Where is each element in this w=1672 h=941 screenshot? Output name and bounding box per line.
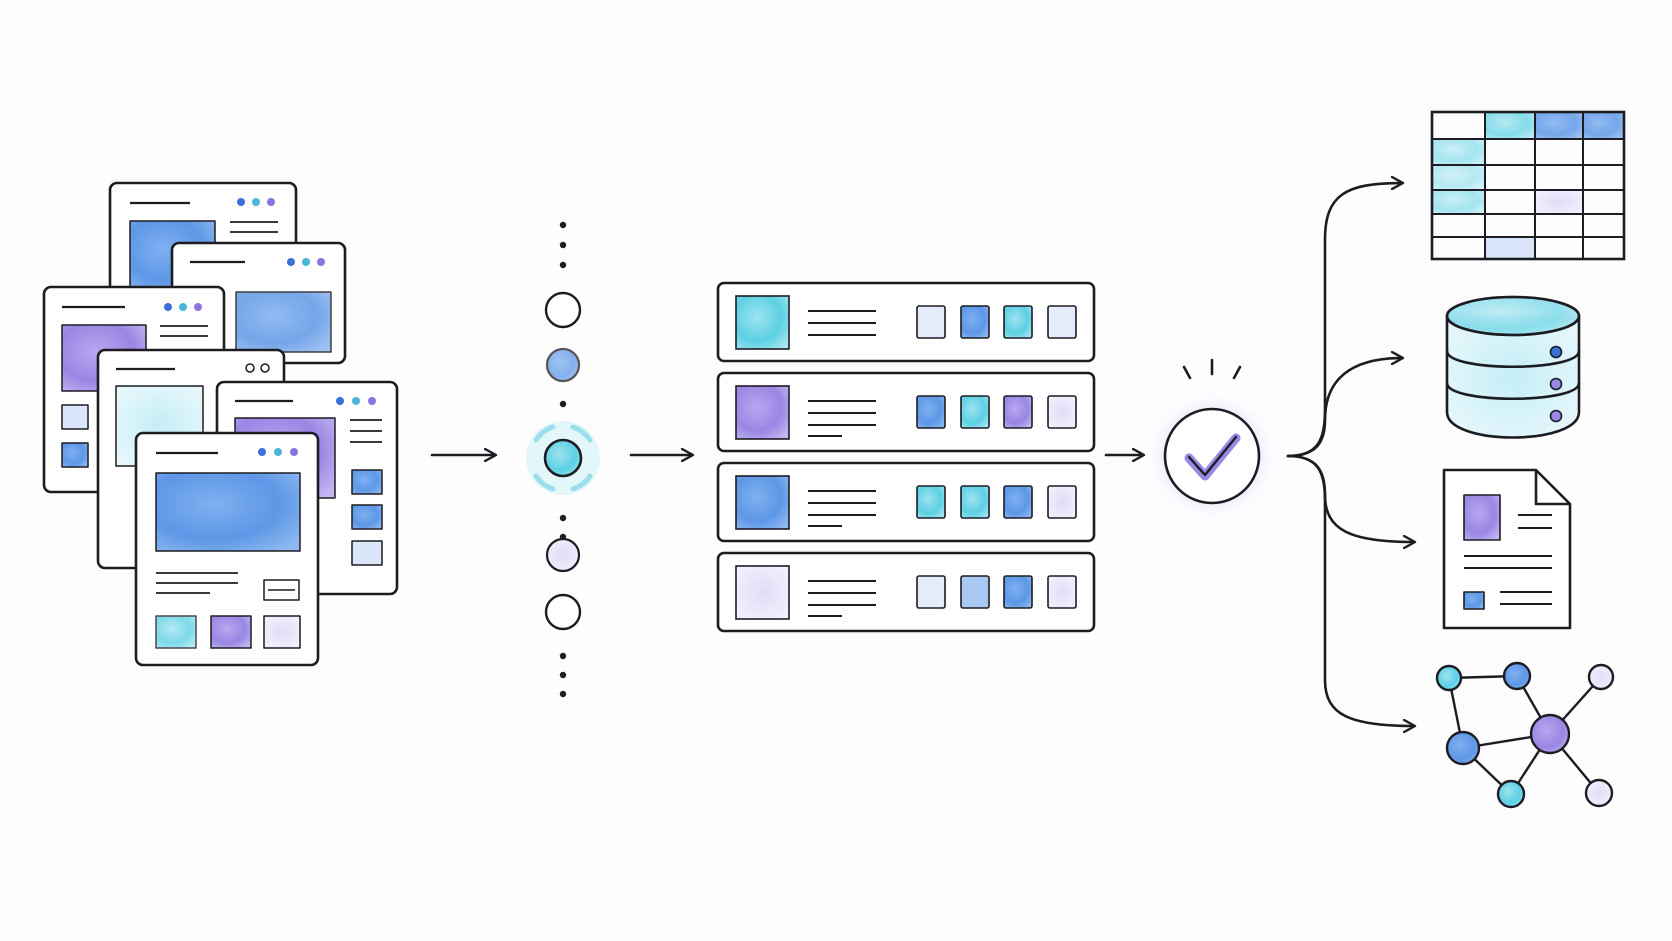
record-cell <box>1047 575 1077 609</box>
selection-timeline <box>526 221 600 698</box>
record-cell <box>1047 305 1077 339</box>
record-cell <box>916 575 946 609</box>
network-graph-icon <box>1435 661 1615 809</box>
record-cell <box>1003 575 1033 609</box>
record-cell <box>916 395 946 429</box>
record-cell <box>1047 395 1077 429</box>
record-cell <box>916 485 946 519</box>
record-cell <box>1047 485 1077 519</box>
record-row <box>716 551 1096 633</box>
record-thumbnail <box>735 565 790 620</box>
record-thumbnail <box>735 475 790 530</box>
record-cell <box>916 305 946 339</box>
timeline-node-purple <box>545 537 581 573</box>
source-pages-stack <box>42 181 399 667</box>
record-thumbnail <box>735 295 790 350</box>
record-cell <box>960 305 990 339</box>
record-thumbnail <box>735 385 790 440</box>
timeline-dot <box>559 221 567 698</box>
timeline-node-active <box>543 438 583 478</box>
record-row <box>716 281 1096 363</box>
record-cell <box>1003 305 1033 339</box>
record-row <box>716 461 1096 543</box>
record-cell <box>960 485 990 519</box>
spreadsheet-table-icon <box>1430 110 1626 261</box>
branching-outputs-icon <box>1286 183 1414 726</box>
record-list <box>716 281 1096 633</box>
record-cell <box>1003 395 1033 429</box>
record-cell <box>1003 485 1033 519</box>
check-circle-icon <box>1144 358 1280 524</box>
record-cell <box>960 395 990 429</box>
database-cylinder-icon <box>1445 295 1581 439</box>
web-page-icon <box>134 431 320 667</box>
document-file-icon <box>1442 468 1572 630</box>
timeline-node-empty <box>544 291 582 329</box>
record-cell <box>960 575 990 609</box>
timeline-node-empty <box>544 593 582 631</box>
record-row <box>716 371 1096 453</box>
timeline-node-blue <box>545 347 581 383</box>
